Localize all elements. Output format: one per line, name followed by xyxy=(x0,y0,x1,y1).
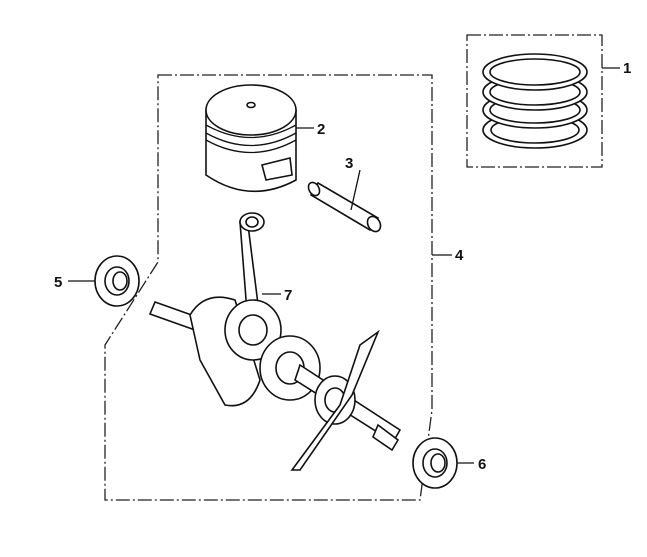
callout-6: 6 xyxy=(478,456,486,473)
crankshaft-assembly[interactable] xyxy=(148,212,402,471)
piston-pin[interactable] xyxy=(306,180,383,233)
oil-seal-left[interactable] xyxy=(94,255,140,307)
callout-2: 2 xyxy=(317,121,325,138)
piston[interactable] xyxy=(205,84,297,193)
leader-lines xyxy=(68,67,620,464)
oil-seal-right[interactable] xyxy=(412,437,458,489)
callout-4: 4 xyxy=(455,247,464,264)
piston-rings[interactable] xyxy=(482,53,588,149)
callout-5: 5 xyxy=(54,274,62,291)
ring-set-boundary xyxy=(466,34,603,168)
callout-1: 1 xyxy=(623,60,631,77)
callout-7: 7 xyxy=(284,287,292,304)
callout-3: 3 xyxy=(345,155,353,172)
